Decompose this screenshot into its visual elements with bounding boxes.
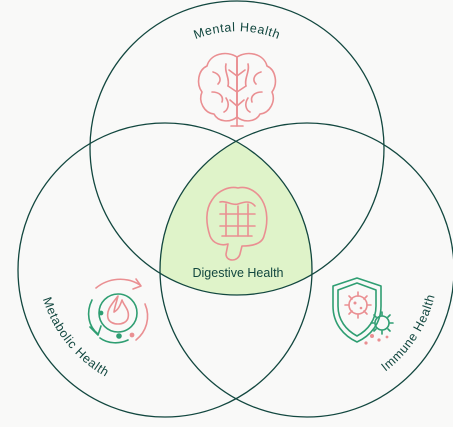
mental-health-label: Mental Health <box>192 20 283 42</box>
intestine-icon <box>206 186 268 261</box>
digestive-health-label: Digestive Health <box>192 266 283 280</box>
metabolism-flame-cycle-icon <box>87 278 149 344</box>
shield-virus-icon <box>332 277 394 345</box>
immune-health-label: Immune Health <box>379 293 438 375</box>
metabolic-health-label: Metabolic Health <box>40 295 112 379</box>
immune-health-circle <box>159 122 453 418</box>
brain-icon <box>197 52 277 127</box>
metabolic-health-circle <box>17 122 313 418</box>
mental-health-circle <box>89 0 385 296</box>
